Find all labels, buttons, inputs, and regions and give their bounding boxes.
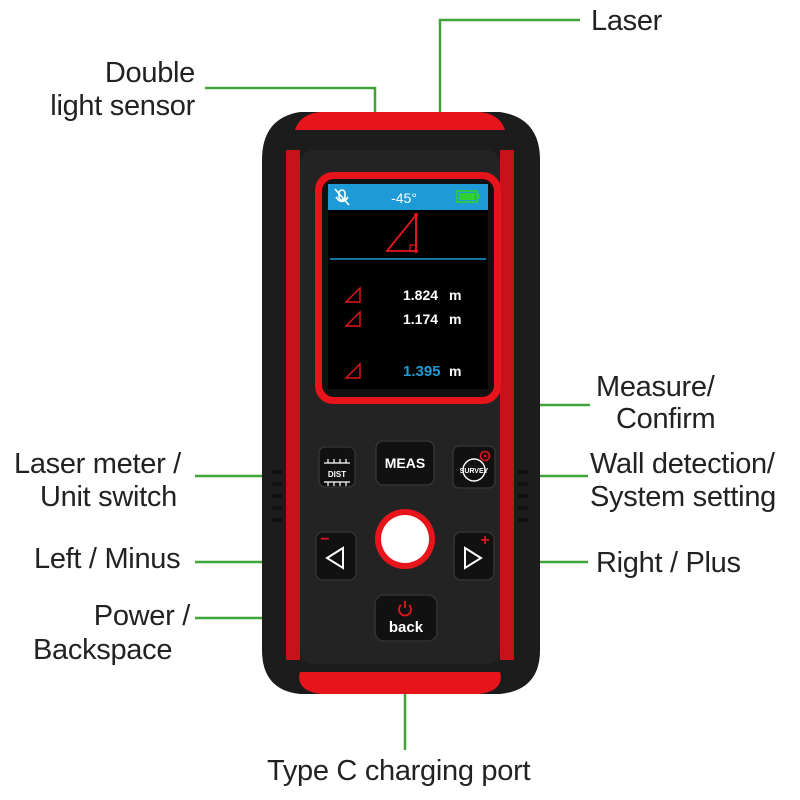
button-back-label: back <box>389 619 424 636</box>
callout-left-minus: Left / Minus <box>34 543 181 575</box>
body-right-side-red <box>500 150 514 660</box>
callout-type-c: Type C charging port <box>267 755 531 787</box>
reading-2-value: 1.174 <box>403 311 438 327</box>
reading-3-unit: m <box>449 363 461 379</box>
power-icon <box>398 601 412 617</box>
triangle-icon <box>344 362 361 379</box>
minus-sign: − <box>320 531 329 548</box>
button-dist-label: DIST <box>328 470 346 479</box>
callout-laser-meter-line2: Unit switch <box>40 481 177 513</box>
leader-double-sensor <box>205 86 377 112</box>
body-left-side-red <box>286 150 300 660</box>
plus-sign: + <box>480 532 489 549</box>
reading-3-value: 1.395 <box>403 363 441 380</box>
body-bottom-bumper <box>299 672 501 694</box>
callout-right-plus: Right / Plus <box>596 547 741 579</box>
callout-measure-line1: Measure/ <box>596 371 715 403</box>
callout-laser-meter-line1: Laser meter / <box>14 448 181 480</box>
leader-laser <box>438 18 580 112</box>
battery-icon <box>456 190 480 203</box>
left-arrow-icon <box>325 546 344 570</box>
reading-1-unit: m <box>449 287 461 303</box>
button-left-minus[interactable] <box>315 531 357 581</box>
reading-2-unit: m <box>449 311 461 327</box>
callout-power-line1: Power / <box>93 600 191 632</box>
triangle-icon <box>385 212 418 253</box>
callout-wall-detection-line1: Wall detection/ <box>590 448 775 480</box>
screen-angle: -45° <box>391 190 417 206</box>
button-power-back[interactable] <box>374 594 438 642</box>
button-right-plus[interactable] <box>453 531 495 581</box>
button-ok-round[interactable] <box>375 509 435 569</box>
triangle-icon <box>344 286 361 303</box>
callout-measure-line2: Confirm <box>616 403 716 435</box>
callout-wall-detection-line2: System setting <box>590 481 776 513</box>
button-dist[interactable] <box>318 446 356 488</box>
button-survey-label: SURVEY <box>460 468 489 475</box>
callout-power-line2: Backspace <box>33 634 173 666</box>
lcd-screen <box>328 184 488 389</box>
button-survey[interactable] <box>452 445 496 489</box>
mic-off-icon <box>334 188 350 206</box>
callout-double-sensor-line1: Double <box>104 57 195 89</box>
grip-ridges <box>272 470 528 522</box>
gear-icon <box>479 450 491 462</box>
callout-double-sensor-line2: light sensor <box>50 90 195 122</box>
body-top-bumper <box>295 112 505 130</box>
button-meas-label: MEAS <box>385 455 425 471</box>
right-arrow-icon <box>464 546 483 570</box>
button-meas[interactable] <box>375 440 435 486</box>
reading-1-value: 1.824 <box>403 287 438 303</box>
callout-laser: Laser <box>591 5 663 37</box>
triangle-icon <box>344 310 361 327</box>
